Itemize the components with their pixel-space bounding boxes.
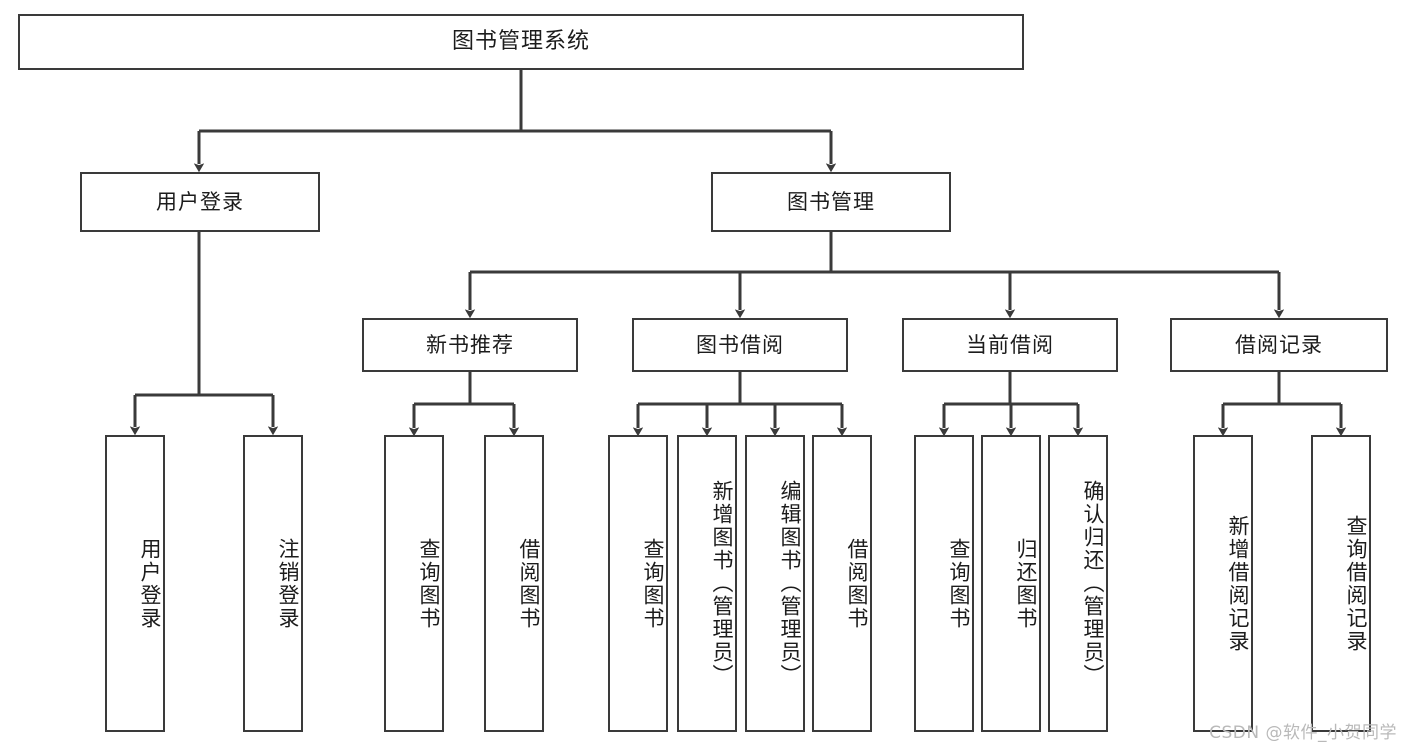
node-leaf-query-book-1[interactable]: 查询图书 <box>384 435 444 732</box>
node-user-login-label: 用户登录 <box>156 189 244 214</box>
node-leaf-borrow-book-1-label: 借阅图书 <box>517 537 541 630</box>
node-leaf-logout-label: 注销登录 <box>276 537 300 630</box>
node-borrow-record-label: 借阅记录 <box>1235 332 1323 357</box>
node-leaf-edit-book[interactable]: 编辑图书（管理员） <box>745 435 805 732</box>
node-leaf-confirm-return[interactable]: 确认归还（管理员） <box>1048 435 1108 732</box>
node-leaf-query-book-2[interactable]: 查询图书 <box>608 435 668 732</box>
node-root-label: 图书管理系统 <box>451 29 590 55</box>
node-leaf-query-book-3-label: 查询图书 <box>947 537 971 630</box>
node-leaf-add-book[interactable]: 新增图书（管理员） <box>677 435 737 732</box>
node-leaf-add-book-label: 新增图书（管理员） <box>710 480 734 687</box>
node-leaf-borrow-book-2[interactable]: 借阅图书 <box>812 435 872 732</box>
node-leaf-user-login-label: 用户登录 <box>138 537 162 630</box>
node-book-borrow[interactable]: 图书借阅 <box>632 318 848 372</box>
node-borrow-record[interactable]: 借阅记录 <box>1170 318 1388 372</box>
node-leaf-add-record-label: 新增借阅记录 <box>1226 514 1250 653</box>
node-leaf-query-record-label: 查询借阅记录 <box>1344 514 1368 653</box>
node-leaf-user-login[interactable]: 用户登录 <box>105 435 165 732</box>
node-leaf-return-book[interactable]: 归还图书 <box>981 435 1041 732</box>
node-user-login[interactable]: 用户登录 <box>80 172 320 232</box>
node-new-book-rec[interactable]: 新书推荐 <box>362 318 578 372</box>
node-leaf-confirm-return-label: 确认归还（管理员） <box>1081 480 1105 687</box>
node-leaf-edit-book-label: 编辑图书（管理员） <box>778 480 802 687</box>
node-current-borrow[interactable]: 当前借阅 <box>902 318 1118 372</box>
node-leaf-query-book-3[interactable]: 查询图书 <box>914 435 974 732</box>
node-leaf-logout[interactable]: 注销登录 <box>243 435 303 732</box>
node-leaf-borrow-book-2-label: 借阅图书 <box>845 537 869 630</box>
node-leaf-borrow-book-1[interactable]: 借阅图书 <box>484 435 544 732</box>
node-root[interactable]: 图书管理系统 <box>18 14 1024 70</box>
node-book-borrow-label: 图书借阅 <box>696 332 784 357</box>
node-leaf-add-record[interactable]: 新增借阅记录 <box>1193 435 1253 732</box>
node-book-manage[interactable]: 图书管理 <box>711 172 951 232</box>
node-leaf-query-book-2-label: 查询图书 <box>641 537 665 630</box>
node-new-book-rec-label: 新书推荐 <box>426 332 514 357</box>
csdn-watermark: CSDN @软件_小贺同学 <box>1209 723 1397 743</box>
node-leaf-query-book-1-label: 查询图书 <box>417 537 441 630</box>
node-book-manage-label: 图书管理 <box>787 189 875 214</box>
node-current-borrow-label: 当前借阅 <box>966 332 1054 357</box>
node-leaf-return-book-label: 归还图书 <box>1014 537 1038 630</box>
node-leaf-query-record[interactable]: 查询借阅记录 <box>1311 435 1371 732</box>
